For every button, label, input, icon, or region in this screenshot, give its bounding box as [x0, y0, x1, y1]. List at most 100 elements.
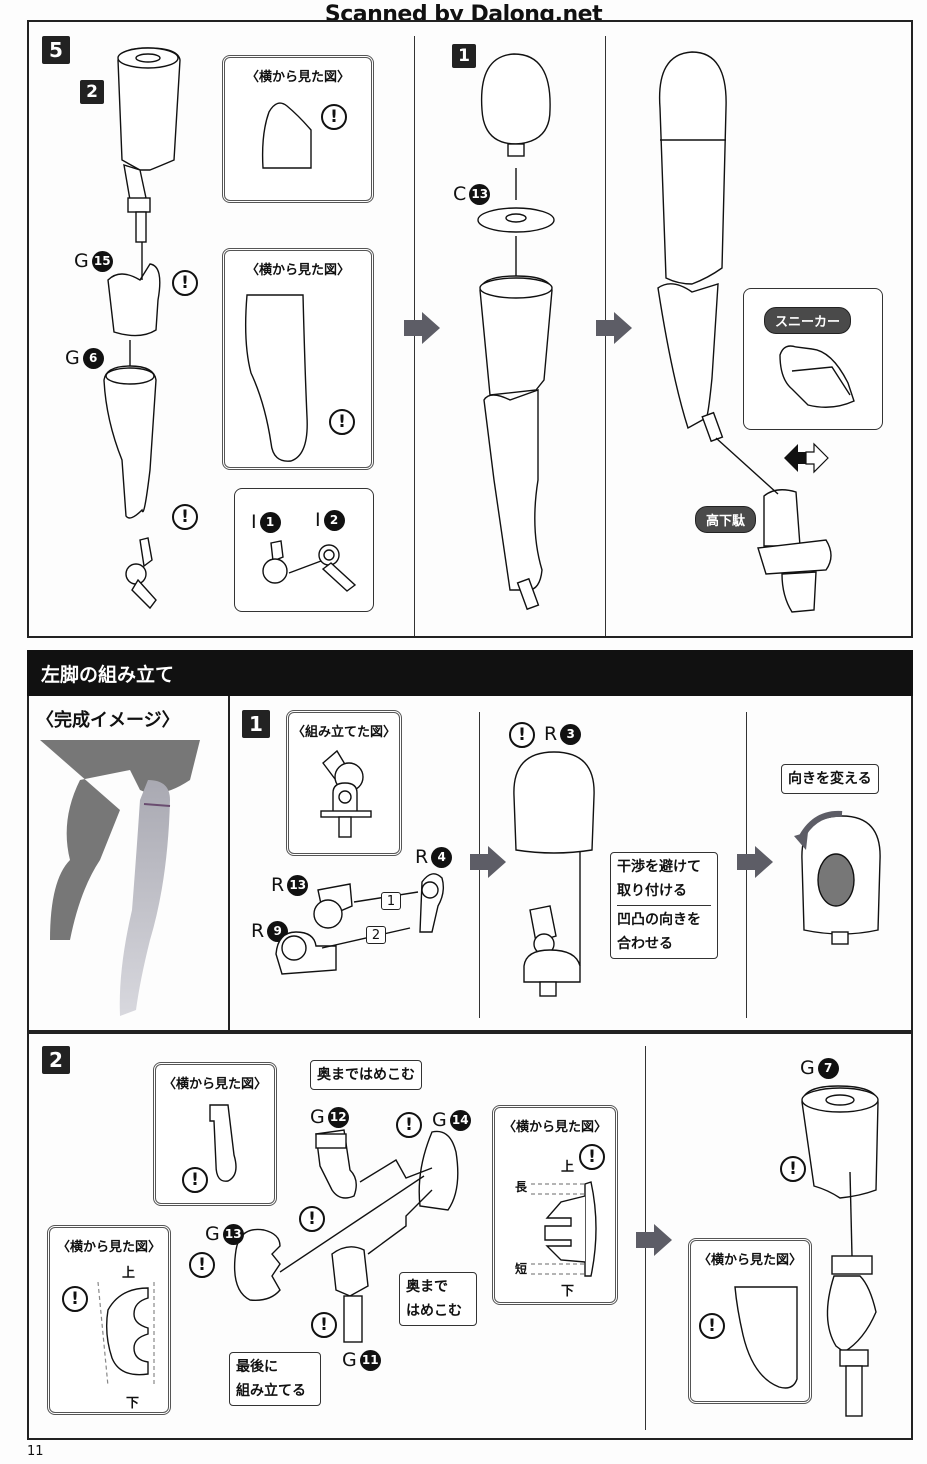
push-in-note: 奥まではめこむ	[310, 1060, 422, 1090]
label-bottom: 下	[126, 1396, 140, 1411]
page-number: 11	[27, 1444, 44, 1459]
step-badge: 1	[242, 710, 270, 738]
note-line: 奥まで	[406, 1279, 448, 1295]
note-line: はめこむ	[406, 1303, 462, 1319]
assembled-leg-illustration	[657, 51, 727, 443]
swap-arrow-icon	[784, 442, 829, 474]
section-header: 左脚の組み立て	[27, 650, 913, 696]
part-number: 12	[327, 1106, 349, 1128]
caution-icon: !	[189, 1252, 215, 1278]
runner-letter: G	[205, 1223, 220, 1245]
side-view-callout: 〈横から見た図〉 !	[222, 248, 374, 470]
install-note: 干渉を避けて 取り付ける 凹凸の向きを 合わせる	[610, 852, 718, 959]
caution-icon: !	[780, 1156, 806, 1182]
section-title: 左脚の組み立て	[41, 664, 175, 686]
part-label-r13: R 13	[271, 874, 309, 896]
note-line: 組み立てる	[236, 1383, 306, 1399]
part-label-c13: C 13	[453, 183, 491, 205]
side-view-shape	[209, 1104, 237, 1182]
sneaker-option-box: スニーカー	[743, 288, 883, 430]
part-detail-box: I 1 I 2	[234, 488, 374, 612]
runner-letter: G	[342, 1349, 357, 1371]
part-label-g12: G 12	[310, 1106, 349, 1128]
caution-icon: !	[699, 1313, 725, 1339]
runner-letter: R	[251, 920, 265, 942]
caution-icon: !	[172, 504, 198, 530]
callout-title: 〈横から見た図〉	[502, 1120, 607, 1135]
order-step-1: 1	[381, 892, 401, 910]
callout-title: 〈横から見た図〉	[162, 1077, 267, 1092]
step-badge: 5	[42, 36, 70, 64]
runner-letter: R	[415, 846, 429, 868]
runner-letter: R	[544, 723, 558, 745]
runner-letter: C	[453, 183, 467, 205]
label-top: 上	[122, 1266, 136, 1281]
runner-letter: G	[65, 347, 80, 369]
part-label-g14: G 14	[432, 1109, 471, 1131]
callout-title: 〈横から見た図〉	[245, 70, 350, 85]
note-line: 最後に	[236, 1359, 278, 1375]
geta-icon	[715, 437, 832, 613]
completed-leg-photo	[40, 740, 200, 1016]
caution-icon: !	[396, 1112, 422, 1138]
caution-icon: !	[182, 1167, 208, 1193]
caution-icon: !	[321, 104, 347, 130]
part-number: 14	[449, 1109, 471, 1131]
note-line: 干渉を避けて	[617, 859, 701, 875]
callout-title: 〈横から見た図〉	[56, 1240, 161, 1255]
part-number: 11	[359, 1349, 381, 1371]
part-label-g11: G 11	[342, 1349, 381, 1371]
side-view-callout: 〈横から見た図〉 !	[153, 1062, 277, 1206]
ankle-part-illustration	[262, 540, 357, 592]
caution-icon: !	[299, 1206, 325, 1232]
side-view-callout: 〈横から見た図〉 上 下 !	[47, 1225, 171, 1415]
runner-letter: G	[432, 1109, 447, 1131]
runner-letter: I	[251, 511, 257, 533]
caution-icon: !	[172, 270, 198, 296]
runner-letter: G	[800, 1057, 815, 1079]
part-number: 13	[287, 874, 309, 896]
side-view-shape	[734, 1286, 798, 1389]
side-view-callout: 〈横から見た図〉 !	[688, 1238, 812, 1404]
caution-icon: !	[579, 1144, 605, 1170]
completed-image-title: 〈完成イメージ〉	[36, 710, 180, 731]
part-label-g6: G 6	[65, 347, 104, 369]
side-view-callout: 〈横から見た図〉 上 長 短 下 !	[492, 1105, 618, 1305]
substep-badge: 1	[452, 44, 476, 68]
divider	[228, 696, 230, 1032]
label-bottom: 下	[561, 1284, 575, 1299]
hip-joint-parts-illustration	[275, 873, 445, 975]
rotated-hip-cap-illustration	[794, 810, 881, 945]
step-badge: 2	[42, 1046, 70, 1074]
note-line: 合わせる	[617, 936, 673, 952]
part-label-r3: R 3	[544, 723, 582, 745]
part-label-i1: I 1	[251, 511, 281, 533]
runner-letter: G	[74, 250, 89, 272]
label-short: 短	[515, 1262, 528, 1276]
part-number: 13	[222, 1223, 244, 1245]
label-long: 長	[515, 1180, 528, 1194]
divider	[414, 36, 415, 636]
hip-cap-assembly-illustration	[513, 751, 595, 997]
part-label-i2: I 2	[315, 509, 345, 531]
part-number: 2	[323, 509, 345, 531]
runner-letter: R	[271, 874, 285, 896]
caution-icon: !	[62, 1286, 88, 1312]
thigh-part-illustration	[103, 47, 181, 610]
substep-badge: 2	[80, 80, 104, 104]
part-number: 15	[91, 250, 113, 272]
side-view-callout: 〈横から見た図〉 !	[222, 55, 374, 203]
side-view-shape	[244, 294, 308, 462]
part-label-r4: R 4	[415, 846, 453, 868]
assemble-last-note: 最後に 組み立てる	[229, 1352, 321, 1406]
hip-joint-illustration	[477, 53, 555, 611]
sneaker-icon	[779, 345, 855, 408]
rotate-note: 向きを変える	[781, 764, 879, 794]
runner-letter: I	[315, 509, 321, 531]
part-number: 13	[469, 183, 491, 205]
side-view-shape	[97, 1281, 155, 1387]
part-label-g13: G 13	[205, 1223, 244, 1245]
part-label-g15: G 15	[74, 250, 113, 272]
note-line: 取り付ける	[617, 883, 687, 899]
note-line: 凹凸の向きを	[617, 912, 701, 928]
